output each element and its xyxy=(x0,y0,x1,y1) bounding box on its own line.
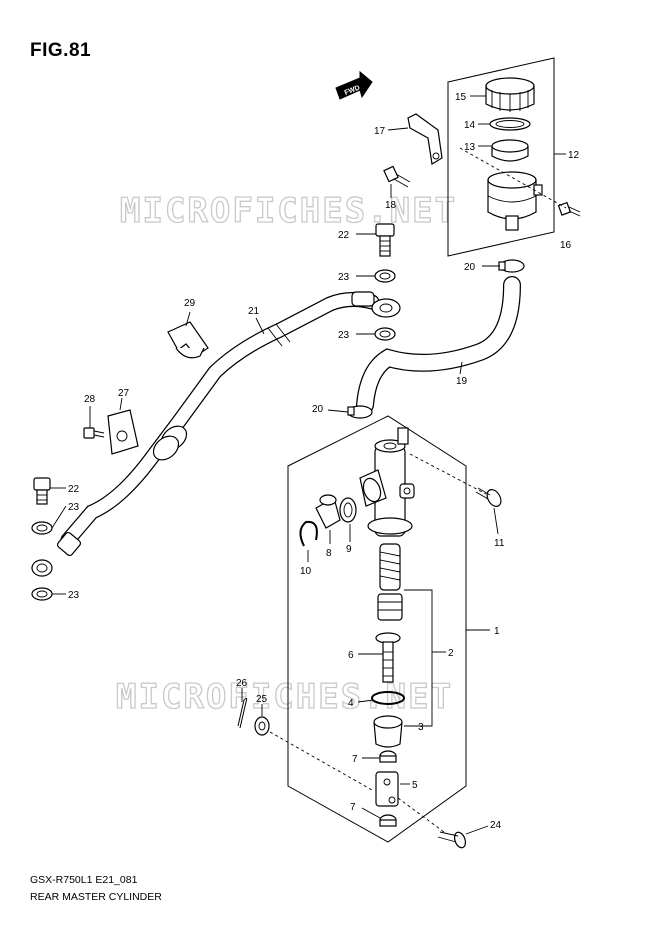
callout-4: 4 xyxy=(348,698,354,709)
callout-23-c: 23 xyxy=(68,502,80,513)
callout-3: 3 xyxy=(418,722,424,733)
callout-23-d: 23 xyxy=(68,590,80,601)
hose-break-2 xyxy=(275,323,291,343)
reservoir-hose xyxy=(357,277,520,413)
return-spring xyxy=(379,543,401,591)
gasket-washer-1 xyxy=(374,269,396,283)
rod-joint xyxy=(375,771,399,807)
callout-29: 29 xyxy=(184,298,196,309)
callout-28: 28 xyxy=(84,394,96,405)
hose-clamp-lower xyxy=(347,405,373,419)
hose-grommet xyxy=(152,425,188,461)
leader-dash xyxy=(459,147,567,209)
clamp-bolt xyxy=(83,427,105,439)
gasket-washer-2 xyxy=(374,327,396,341)
bracket-line-2 xyxy=(404,589,433,727)
circlip-lower xyxy=(371,691,405,705)
lock-nut-upper xyxy=(379,750,397,763)
diaphragm xyxy=(491,139,529,162)
gasket-washer-3 xyxy=(31,521,53,535)
circlip-upper xyxy=(299,520,318,547)
callout-8: 8 xyxy=(326,548,332,559)
cotter-pin xyxy=(237,697,248,729)
callout-1: 1 xyxy=(494,626,500,637)
hose-joint xyxy=(315,494,341,529)
callout-13: 13 xyxy=(464,142,476,153)
callout-7-upper: 7 xyxy=(352,754,358,765)
callout-5: 5 xyxy=(412,780,418,791)
hose-break xyxy=(267,327,283,347)
callout-12: 12 xyxy=(568,150,580,161)
hose-clamp xyxy=(107,409,139,455)
watermark-top: MICROFICHES.NET xyxy=(120,191,457,231)
hose-clamp-upper xyxy=(498,259,525,273)
callout-25: 25 xyxy=(256,694,268,705)
callout-20-lower: 20 xyxy=(312,404,324,415)
reservoir-frame xyxy=(447,57,555,257)
leader-lines xyxy=(50,95,500,835)
callout-2: 2 xyxy=(448,648,454,659)
clevis-pin xyxy=(437,831,467,849)
gasket-washer-4 xyxy=(31,587,53,601)
callout-6: 6 xyxy=(348,650,354,661)
callout-24: 24 xyxy=(490,820,502,831)
fitting-screw xyxy=(475,487,502,507)
reservoir-bracket xyxy=(407,113,443,165)
callout-19: 19 xyxy=(456,376,468,387)
dust-boot xyxy=(373,715,403,748)
callout-23-b: 23 xyxy=(338,330,350,341)
callout-14: 14 xyxy=(464,120,476,131)
callout-9: 9 xyxy=(346,544,352,555)
reservoir-screw xyxy=(557,201,581,217)
bracket-bolt xyxy=(383,165,411,188)
leader-dash-3 xyxy=(397,797,445,833)
callout-11: 11 xyxy=(494,538,505,549)
fwd-arrow-icon: FWD xyxy=(335,70,373,100)
leader-dash-4 xyxy=(269,731,373,791)
callout-18: 18 xyxy=(385,200,397,211)
callout-20-upper: 20 xyxy=(464,262,476,273)
callout-15: 15 xyxy=(455,92,467,103)
callout-17: 17 xyxy=(374,126,386,137)
union-bolt-upper xyxy=(375,223,395,257)
callout-21: 21 xyxy=(248,306,260,317)
watermark-bottom: MICROFICHES.NET xyxy=(116,677,453,717)
callout-16: 16 xyxy=(560,240,572,251)
reservoir-cap xyxy=(485,77,535,112)
diagram-caption: REAR MASTER CYLINDER xyxy=(30,891,162,903)
o-ring xyxy=(339,497,357,523)
push-rod xyxy=(375,632,401,683)
master-cylinder-frame xyxy=(287,415,467,843)
callout-22-upper: 22 xyxy=(338,230,350,241)
callout-10: 10 xyxy=(300,566,312,577)
leader-dash-2 xyxy=(409,453,487,495)
callout-7-lower: 7 xyxy=(350,802,356,813)
banjo-fitting-lower xyxy=(31,531,82,577)
callout-27: 27 xyxy=(118,388,130,399)
union-bolt-lower xyxy=(33,477,51,505)
reservoir-tank xyxy=(487,171,543,231)
callout-26: 26 xyxy=(236,678,248,689)
washer xyxy=(254,716,270,736)
callout-23-a: 23 xyxy=(338,272,350,283)
hose-guide xyxy=(167,321,209,359)
brake-hose xyxy=(61,293,379,547)
piston xyxy=(377,593,403,621)
figure-title: FIG.81 xyxy=(30,40,92,61)
master-cylinder-body xyxy=(359,427,415,537)
drawing-code: GSX-R750L1 E21_081 xyxy=(30,874,138,886)
lock-nut-lower xyxy=(379,814,397,827)
diaphragm-plate xyxy=(489,117,531,131)
callout-22-lower: 22 xyxy=(68,484,80,495)
banjo-fitting-upper xyxy=(351,291,401,318)
